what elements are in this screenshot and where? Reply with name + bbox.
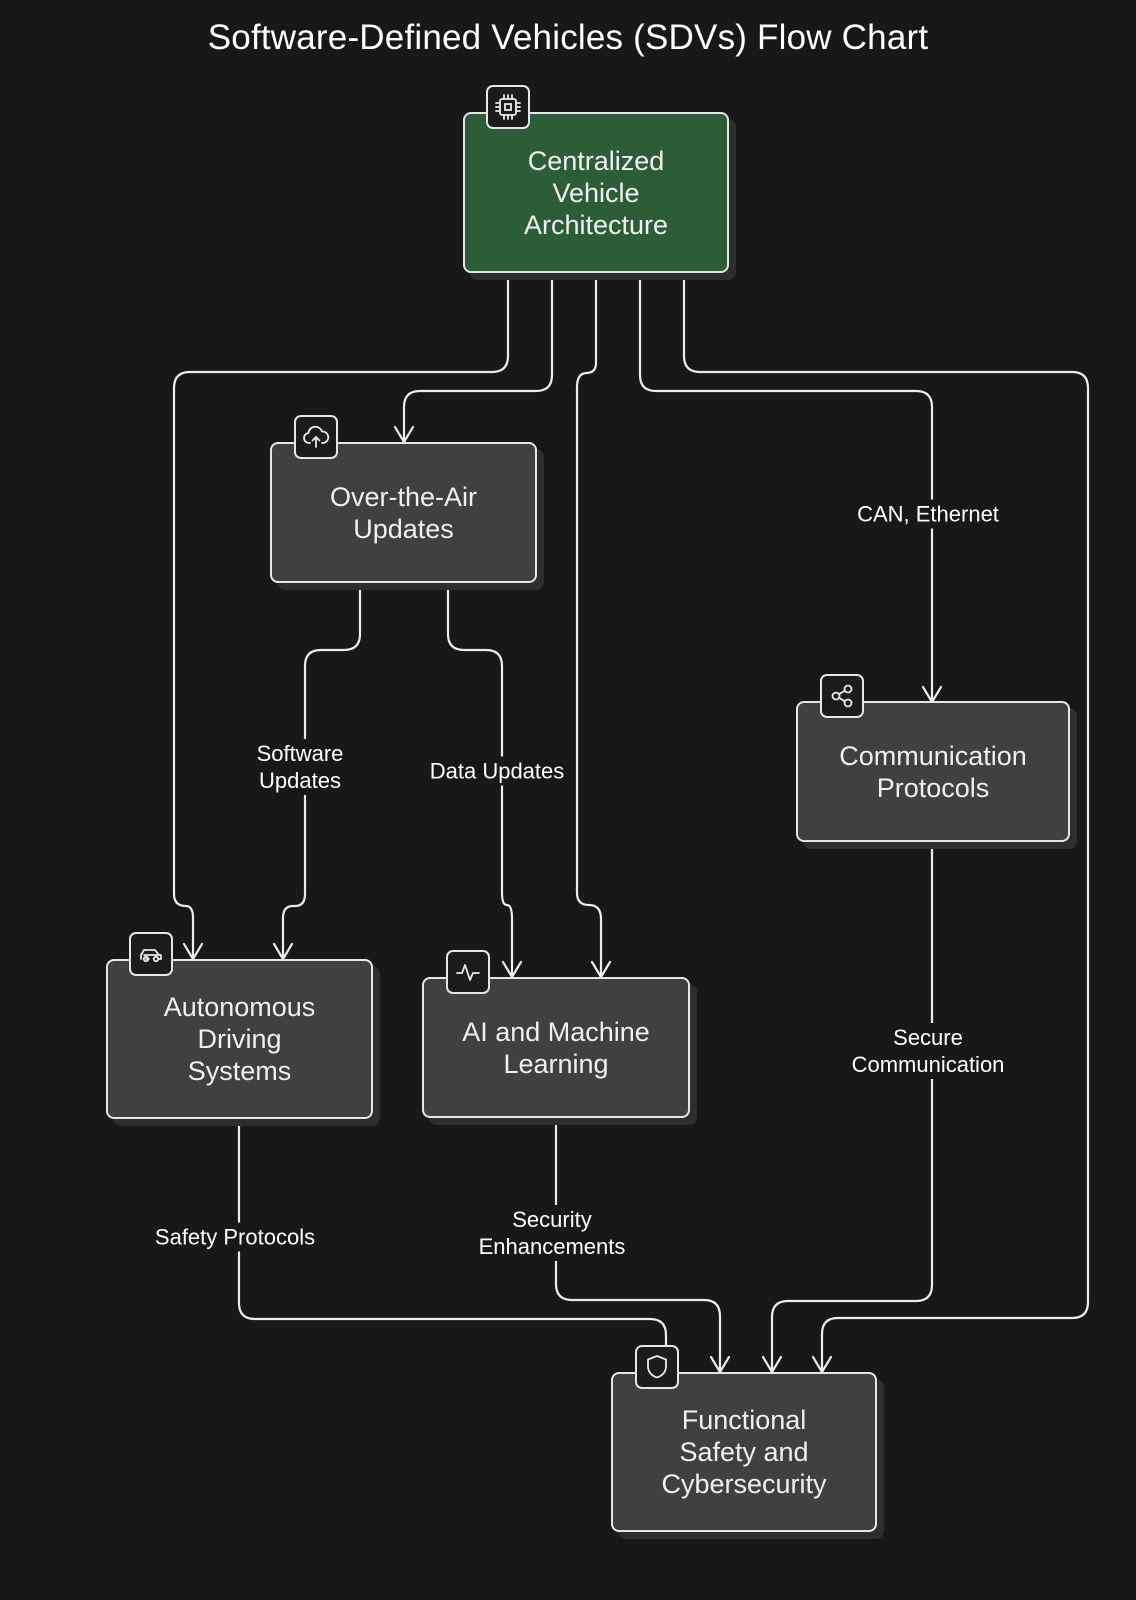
share-icon	[820, 674, 864, 718]
edge-ota-to-ai	[446, 580, 514, 977]
edge-central-to-ota	[402, 270, 554, 442]
activity-icon	[446, 950, 490, 994]
edge-central-to-autonomous	[172, 270, 510, 959]
page-title: Software-Defined Vehicles (SDVs) Flow Ch…	[207, 18, 929, 57]
edge-central-to-comm	[638, 270, 934, 702]
edge-label-can-ethernet: CAN, Ethernet	[854, 499, 1002, 529]
shield-icon	[635, 1345, 679, 1389]
edge-central-to-ai	[575, 270, 603, 977]
cloud-upload-icon	[294, 415, 338, 459]
edge-central-to-safety	[682, 270, 1090, 1372]
car-icon	[129, 932, 173, 976]
edge-autonomous-to-safety	[237, 1115, 668, 1347]
edge-ai-to-safety	[554, 1115, 722, 1372]
edge-label-safety-protocols: Safety Protocols	[151, 1222, 319, 1252]
edge-comm-to-safety	[770, 839, 934, 1372]
edge-label-data-updates: Data Updates	[426, 756, 568, 786]
chip-icon	[486, 85, 530, 129]
